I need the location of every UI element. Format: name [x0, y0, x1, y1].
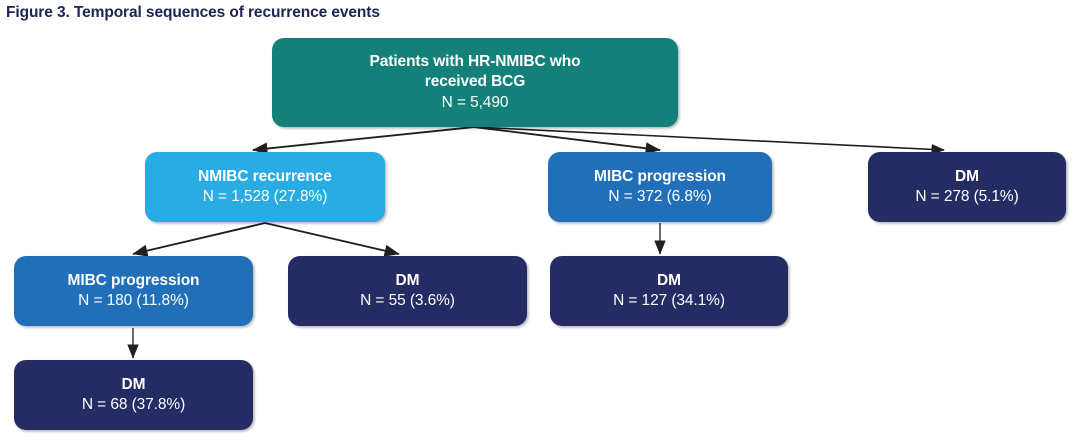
node-dm-127[interactable]: DM N = 127 (34.1%): [550, 256, 788, 326]
node-label-line3: N = 5,490: [441, 93, 509, 111]
node-label-line1: DM: [121, 375, 146, 393]
node-patients-hr-nmibc-bcg[interactable]: Patients with HR-NMIBC who received BCG …: [272, 38, 678, 127]
node-label-line1: MIBC progression: [67, 271, 200, 289]
node-label-line2: N = 372 (6.8%): [608, 188, 712, 205]
node-dm-68[interactable]: DM N = 68 (37.8%): [14, 360, 253, 430]
node-label-line1: DM: [395, 271, 420, 289]
node-label-line1: DM: [955, 167, 979, 185]
node-mibc-progression-180[interactable]: MIBC progression N = 180 (11.8%): [14, 256, 253, 326]
edge-root-to-dm-278: [473, 126, 945, 155]
edge-root-to-mibc-progression-372: [473, 126, 661, 155]
node-label-line2: N = 127 (34.1%): [613, 292, 725, 309]
node-nmibc-recurrence[interactable]: NMIBC recurrence N = 1,528 (27.8%): [145, 152, 385, 222]
edge-nmibc-recurrence-to-dm-55: [264, 222, 400, 257]
figure-title: Figure 3. Temporal sequences of recurren…: [6, 4, 380, 21]
node-label-line2: received BCG: [424, 73, 526, 91]
node-label-line2: N = 68 (37.8%): [81, 396, 186, 413]
node-label-line1: DM: [657, 271, 681, 289]
node-label-line2: N = 55 (3.6%): [360, 292, 455, 309]
node-label-line2: N = 278 (5.1%): [915, 188, 1019, 205]
node-dm-278[interactable]: DM N = 278 (5.1%): [868, 152, 1066, 222]
edge-nmibc-recurrence-to-mibc-progression-180: [132, 222, 266, 257]
node-label-line2: N = 180 (11.8%): [78, 292, 189, 309]
node-label-line1: MIBC progression: [594, 167, 726, 185]
edge-root-to-nmibc-recurrence: [252, 126, 475, 155]
node-label-line1: NMIBC recurrence: [198, 167, 332, 185]
node-label-line2: N = 1,528 (27.8%): [202, 188, 328, 205]
node-mibc-progression-372[interactable]: MIBC progression N = 372 (6.8%): [548, 152, 772, 222]
node-label-line1: Patients with HR-NMIBC who: [369, 53, 581, 71]
node-dm-55[interactable]: DM N = 55 (3.6%): [288, 256, 527, 326]
